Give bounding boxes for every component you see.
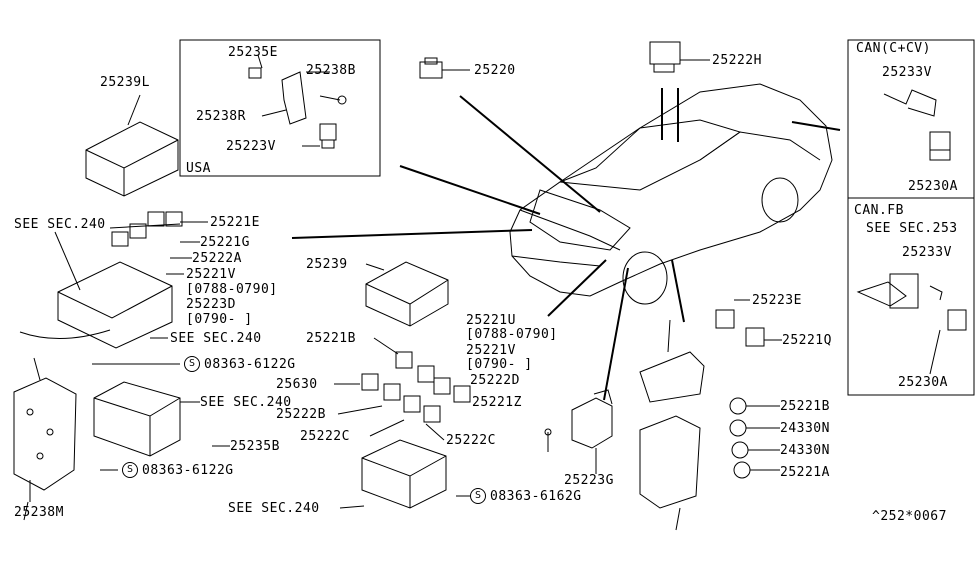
- label-see-sec-253: SEE SEC.253: [866, 221, 958, 236]
- label-25220: 25220: [474, 63, 516, 78]
- leader-arrows: [292, 88, 840, 400]
- label-25238m: 25238M: [14, 505, 64, 520]
- label-25221a: 25221A: [780, 465, 830, 480]
- label-range-0790-a: [0790- ]: [186, 312, 253, 327]
- car-outline: [510, 84, 832, 304]
- label-25239: 25239: [306, 257, 348, 272]
- label-range-a: [0788-0790]: [186, 282, 278, 297]
- label-range-0790-b: [0790- ]: [466, 357, 533, 372]
- label-25221v-b: 25221V: [466, 343, 516, 358]
- label-24330n-a: 24330N: [780, 421, 830, 436]
- fuse-box-cover-25239l: [86, 95, 178, 196]
- relay-25222h: [650, 42, 710, 72]
- can-box: [848, 40, 974, 395]
- label-bolt-b: 08363-6122G: [142, 463, 234, 478]
- label-see-sec-240-a: SEE SEC.240: [14, 217, 106, 232]
- label-25221z: 25221Z: [472, 395, 522, 410]
- label-25222c-b: 25222C: [446, 433, 496, 448]
- bolt-symbol-a: S: [184, 356, 200, 372]
- label-25223d: 25223D: [186, 297, 236, 312]
- label-25630: 25630: [276, 377, 318, 392]
- relay-25223g: [545, 390, 612, 474]
- label-see-sec-240-b: SEE SEC.240: [170, 331, 262, 346]
- label-25233v-b: 25233V: [902, 245, 952, 260]
- label-25223e: 25223E: [752, 293, 802, 308]
- label-25223v: 25223V: [226, 139, 276, 154]
- label-leaders: [24, 222, 548, 520]
- relay-25220: [420, 58, 470, 78]
- label-25223g: 25223G: [564, 473, 614, 488]
- label-can-ccv: CAN(C+CV): [856, 41, 931, 56]
- label-25233v-a: 25233V: [882, 65, 932, 80]
- label-25239l: 25239L: [100, 75, 150, 90]
- can-parts: [858, 90, 966, 374]
- label-diagram-code: ^252*0067: [872, 509, 947, 524]
- label-bolt-a: 08363-6122G: [204, 357, 296, 372]
- label-range-b: [0788-0790]: [466, 327, 558, 342]
- label-bolt-c: 08363-6162G: [490, 489, 582, 504]
- label-25221v-a: 25221V: [186, 267, 236, 282]
- usa-parts: [249, 55, 346, 148]
- label-25221g: 25221G: [200, 235, 250, 250]
- bracket-25238m: [14, 358, 76, 502]
- cover-25239: [366, 262, 448, 326]
- label-25221b-b: 25221B: [780, 399, 830, 414]
- right-harness: [640, 300, 782, 530]
- label-25221q: 25221Q: [782, 333, 832, 348]
- fuse-block-left: [20, 212, 182, 348]
- label-25222b: 25222B: [276, 407, 326, 422]
- label-25222h: 25222H: [712, 53, 762, 68]
- bolt-symbol-b: S: [122, 462, 138, 478]
- usa-box: [180, 40, 380, 176]
- label-25221e: 25221E: [210, 215, 260, 230]
- bottom-fuse-box: [340, 440, 446, 508]
- label-can-fb: CAN.FB: [854, 203, 904, 218]
- fuse-tray: [94, 382, 200, 456]
- label-25235e: 25235E: [228, 45, 278, 60]
- label-25235b: 25235B: [230, 439, 280, 454]
- label-24330n-b: 24330N: [780, 443, 830, 458]
- label-25238r: 25238R: [196, 109, 246, 124]
- label-25238b: 25238B: [306, 63, 356, 78]
- label-25222a: 25222A: [192, 251, 242, 266]
- label-usa: USA: [186, 161, 211, 176]
- relay-cluster: [362, 352, 470, 422]
- bolt-symbol-c: S: [470, 488, 486, 504]
- label-25221u: 25221U: [466, 313, 516, 328]
- label-25230a-b: 25230A: [898, 375, 948, 390]
- label-25222d: 25222D: [470, 373, 520, 388]
- label-see-sec-240-c: SEE SEC.240: [200, 395, 292, 410]
- label-25221b-a: 25221B: [306, 331, 356, 346]
- label-25230a-a: 25230A: [908, 179, 958, 194]
- label-25222c-a: 25222C: [300, 429, 350, 444]
- label-see-sec-240-d: SEE SEC.240: [228, 501, 320, 516]
